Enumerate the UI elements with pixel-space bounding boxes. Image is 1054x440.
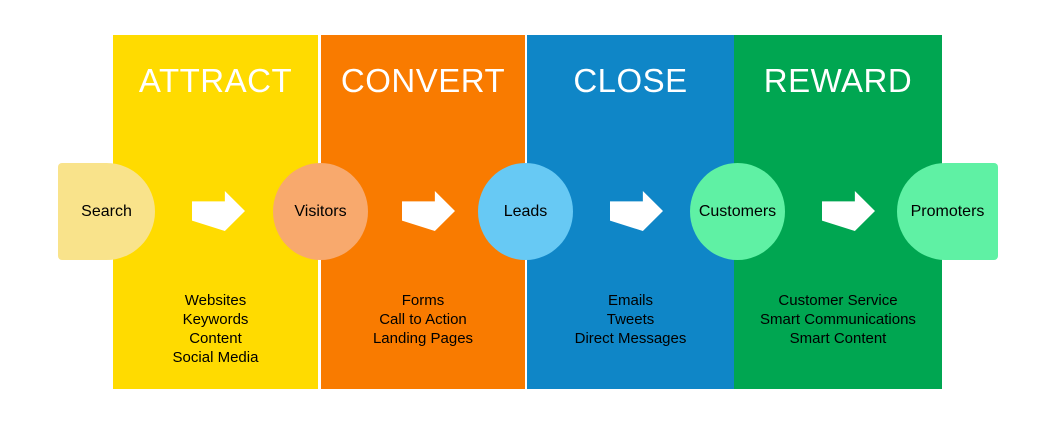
stage-item: Emails <box>607 292 653 309</box>
node-promoters-label: Promoters <box>910 202 985 220</box>
stage-items-reward: Customer Service Smart Communications Sm… <box>734 291 942 348</box>
stage-item: Smart Content <box>789 330 887 347</box>
node-leads: Leads <box>478 163 573 260</box>
stage-item: Forms <box>401 292 445 309</box>
stage-items-convert: Forms Call to Action Landing Pages <box>321 291 525 348</box>
node-visitors: Visitors <box>273 163 368 260</box>
stage-items-attract: Websites Keywords Content Social Media <box>113 291 318 367</box>
node-visitors-label: Visitors <box>294 202 347 220</box>
stage-item: Websites <box>184 292 247 309</box>
node-customers-label: Customers <box>698 202 777 220</box>
stage-item: Call to Action <box>379 311 467 328</box>
stage-item: Content <box>189 330 242 347</box>
stage-item: Customer Service <box>778 292 898 309</box>
node-promoters: Promoters <box>897 163 998 260</box>
stage-item: Keywords <box>182 311 249 328</box>
node-leads-label: Leads <box>503 202 548 220</box>
stage-item: Tweets <box>606 311 655 328</box>
node-search: Search <box>58 163 155 260</box>
stage-items-close: Emails Tweets Direct Messages <box>527 291 734 348</box>
stage-title-convert: CONVERT <box>340 62 506 99</box>
stage-item: Direct Messages <box>574 330 687 347</box>
stage-item: Smart Communications <box>760 311 916 328</box>
node-search-label: Search <box>81 202 132 220</box>
node-customers: Customers <box>690 163 785 260</box>
stage-title-attract: ATTRACT <box>138 62 293 99</box>
stage-title-reward: REWARD <box>763 62 913 99</box>
stage-item: Social Media <box>172 349 259 366</box>
stage-title-close: CLOSE <box>573 62 688 99</box>
stage-item: Landing Pages <box>372 330 474 347</box>
